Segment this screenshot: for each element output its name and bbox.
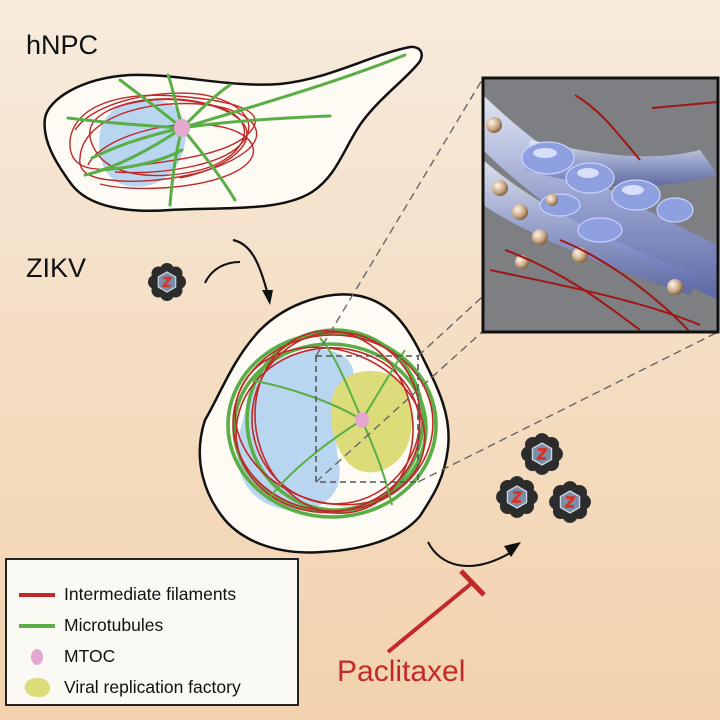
legend-item-mtoc: MTOC: [7, 643, 297, 669]
yellow-blob-icon: [24, 677, 51, 698]
legend-label: Viral replication factory: [64, 677, 241, 697]
legend-label: Microtubules: [64, 615, 164, 635]
zika-virion-icon: [520, 432, 564, 476]
zoom-region: [315, 355, 419, 483]
legend-item-intermediate-filaments: Intermediate filaments: [7, 581, 297, 607]
legend-item-microtubules: Microtubules: [7, 612, 297, 638]
inhibition-bar-icon: [386, 569, 486, 654]
curved-arrow-icon: [427, 541, 511, 567]
drug-label: Paclitaxel: [337, 655, 466, 688]
mtoc: [355, 412, 369, 428]
legend-item-viral-replication-factory: Viral replication factory: [7, 674, 297, 700]
virus-label: ZIKV: [26, 253, 87, 283]
entry-curve: [204, 261, 241, 284]
uninfected-cell: [43, 45, 423, 213]
zika-virion-icon: [147, 262, 187, 302]
legend-label: MTOC: [64, 646, 116, 666]
tomography-inset: [481, 76, 720, 334]
legend: Intermediate filaments Microtubules MTOC…: [5, 558, 299, 706]
nucleus: [237, 349, 354, 511]
zika-virion-icon: [495, 475, 539, 519]
zika-virion-icon: [548, 480, 592, 524]
pink-dot-icon: [31, 649, 43, 665]
red-line-icon: [19, 593, 55, 597]
mtoc: [174, 119, 190, 137]
legend-label: Intermediate filaments: [64, 584, 237, 604]
infected-cell: [198, 293, 450, 554]
nucleus: [99, 99, 186, 187]
green-line-icon: [19, 624, 55, 628]
intermediate-filament-cage: [232, 330, 434, 514]
infection-arrow: [232, 238, 270, 296]
cell-label: hNPC: [26, 30, 99, 60]
